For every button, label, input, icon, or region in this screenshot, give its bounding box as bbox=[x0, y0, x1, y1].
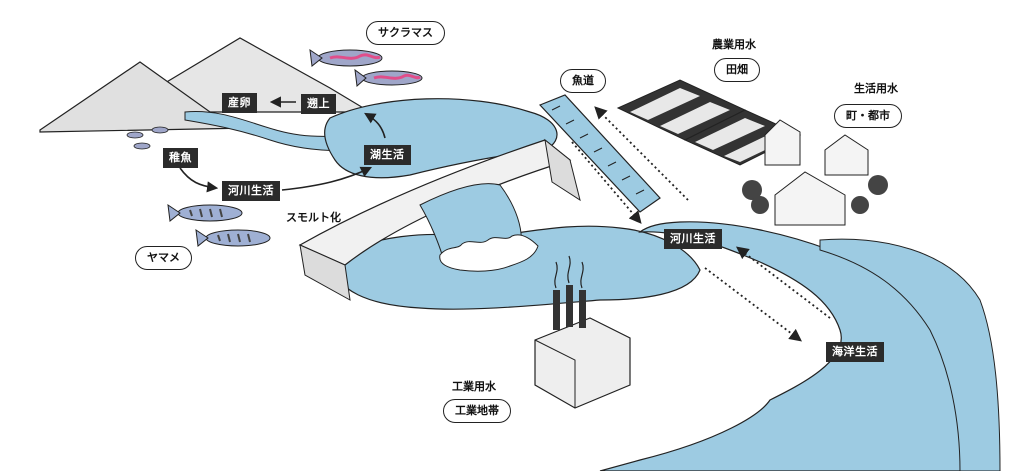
label-ko-seikatsu: 湖生活 bbox=[364, 145, 411, 165]
label-gyodo: 魚道 bbox=[560, 69, 606, 93]
splash-foam bbox=[439, 234, 539, 272]
fry-fish bbox=[126, 126, 169, 150]
label-denpata: 田畑 bbox=[714, 58, 760, 82]
factory bbox=[534, 255, 631, 409]
label-kogyo-chitai: 工業地帯 bbox=[443, 399, 511, 423]
dam-wall-left bbox=[299, 244, 351, 301]
yamame-fish bbox=[167, 203, 271, 247]
label-seikatsu-yosui: 生活用水 bbox=[854, 82, 898, 95]
rice-paddies bbox=[616, 79, 802, 166]
dotted-arrow-ladder-up bbox=[594, 106, 689, 201]
town-houses bbox=[742, 119, 888, 226]
label-sojo: 遡上 bbox=[301, 94, 336, 114]
label-nogyo-yosui: 農業用水 bbox=[712, 38, 756, 51]
label-chigyo: 稚魚 bbox=[163, 148, 198, 168]
sakuramasu-fish bbox=[309, 48, 423, 88]
label-kaiyo-seikatsu: 海洋生活 bbox=[826, 342, 884, 362]
fish-ladder-steps bbox=[551, 105, 645, 195]
label-sanran: 産卵 bbox=[222, 93, 257, 113]
arrow-lake-to-upstream bbox=[364, 112, 386, 139]
label-smolt: スモルト化 bbox=[286, 211, 341, 224]
dotted-arrow-to-sea bbox=[704, 267, 803, 342]
label-kasen-seikatsu-right: 河川生活 bbox=[664, 229, 722, 249]
label-machi-toshi: 町・都市 bbox=[834, 104, 902, 128]
label-sakuramasu: サクラマス bbox=[366, 21, 445, 45]
dotted-arrow-from-sea bbox=[735, 246, 831, 319]
label-kasen-seikatsu-left: 河川生活 bbox=[222, 181, 280, 201]
label-yamame: ヤマメ bbox=[135, 246, 192, 270]
arrow-river-to-lake bbox=[281, 166, 373, 191]
dam-wall-right bbox=[544, 138, 581, 202]
fish-ladder bbox=[538, 94, 661, 213]
arrow-fry-to-river bbox=[179, 167, 219, 193]
lower-river bbox=[599, 221, 1001, 471]
label-kogyo-yosui: 工業用水 bbox=[452, 380, 496, 393]
